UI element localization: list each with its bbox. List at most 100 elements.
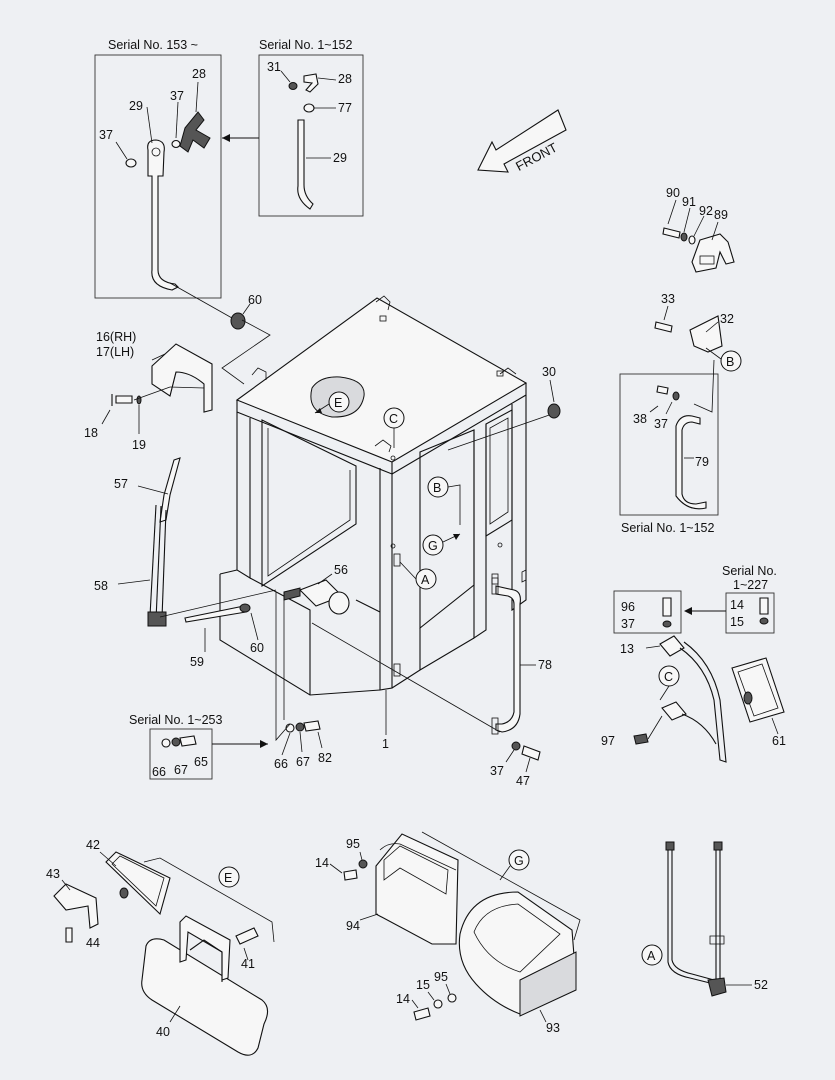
ref-A-bottom: A (647, 949, 656, 963)
serial-1-227-line1: Serial No. (722, 564, 777, 578)
callout-44: 44 (86, 936, 100, 950)
callout-37e: 37 (621, 617, 635, 631)
callout-1: 1 (382, 737, 389, 751)
callout-13: 13 (620, 642, 634, 656)
callout-28a: 28 (192, 67, 206, 81)
callout-37b: 37 (170, 89, 184, 103)
callout-67b: 67 (296, 755, 310, 769)
nut-77-part (303, 103, 315, 113)
serial-1-152-right-box: Serial No. 1~152 38 37 79 (619, 359, 719, 535)
callout-66b: 66 (274, 757, 288, 771)
callout-82: 82 (318, 751, 332, 765)
front-arrow: FRONT (477, 109, 567, 174)
callout-41: 41 (241, 957, 255, 971)
callout-14a: 14 (730, 598, 744, 612)
ref-G-cab: G (428, 539, 438, 553)
callout-33: 33 (661, 292, 675, 306)
callout-29b: 29 (333, 151, 347, 165)
sun-visor-40-part (141, 938, 269, 1056)
callout-15b: 15 (416, 978, 430, 992)
knob-28b-part (303, 73, 319, 93)
callout-47: 47 (516, 774, 530, 788)
ref-E-bottom: E (224, 871, 232, 885)
callout-57: 57 (114, 477, 128, 491)
callout-60b: 60 (250, 641, 264, 655)
callout-37c: 37 (490, 764, 504, 778)
cab-roof (235, 297, 528, 463)
callout-77: 77 (338, 101, 352, 115)
callout-28b: 28 (338, 72, 352, 86)
storage-box-94: 14 95 94 (315, 831, 581, 945)
rod-29b-part (297, 119, 314, 210)
storage-box-93: G 93 14 15 95 (396, 849, 577, 1035)
callout-43: 43 (46, 867, 60, 881)
ref-C-cab: C (389, 412, 398, 426)
wiper-arm-59-part (184, 605, 247, 623)
callout-31: 31 (267, 60, 281, 74)
callout-40: 40 (156, 1025, 170, 1039)
knob-28-part (179, 111, 211, 153)
callout-94: 94 (346, 919, 360, 933)
callout-19: 19 (132, 438, 146, 452)
washer-37-part (125, 158, 137, 168)
callout-66a: 66 (152, 765, 166, 779)
callout-79: 79 (695, 455, 709, 469)
callout-30: 30 (542, 365, 556, 379)
callout-93: 93 (546, 1021, 560, 1035)
callout-14c: 14 (396, 992, 410, 1006)
callout-37a: 37 (99, 128, 113, 142)
mirror-assembly-13-61: 96 37 Serial No. 1~227 14 15 13 C 97 61 (601, 564, 786, 763)
sun-visor-16-17: 16(RH) 17(LH) 18 19 (84, 330, 213, 452)
callout-90: 90 (666, 186, 680, 200)
cable-52: A 52 (641, 841, 768, 997)
callout-78: 78 (538, 658, 552, 672)
latch-89-92: 90 91 92 89 (662, 186, 735, 273)
ref-G-bottom: G (514, 854, 524, 868)
washer-37b-part (171, 139, 181, 149)
callout-91: 91 (682, 195, 696, 209)
serial-153-label: Serial No. 153 ~ (108, 38, 198, 52)
callout-65: 65 (194, 755, 208, 769)
ref-E-roof: E (334, 396, 342, 410)
callout-95b: 95 (434, 970, 448, 984)
serial-153-box: Serial No. 153 ~ 29 37 37 28 (94, 38, 222, 299)
callout-89: 89 (714, 208, 728, 222)
callout-29a: 29 (129, 99, 143, 113)
serial-1-253-box: Serial No. 1~253 66 67 65 (129, 713, 223, 780)
serial-1-227-line2: 1~227 (733, 578, 768, 592)
grommet-60-part (230, 312, 246, 330)
serial-1-253-label: Serial No. 1~253 (129, 713, 223, 727)
callout-67a: 67 (174, 763, 188, 777)
callout-14b: 14 (315, 856, 329, 870)
callout-60a: 60 (248, 293, 262, 307)
wiper-57-58: 57 58 (94, 457, 181, 627)
callout-52: 52 (754, 978, 768, 992)
callout-61: 61 (772, 734, 786, 748)
cab-assembly (219, 295, 528, 696)
ref-B-cab: B (433, 481, 441, 495)
serial-1-152-top-box: Serial No. 1~152 31 28 77 29 (258, 38, 364, 217)
callout-92: 92 (699, 204, 713, 218)
callout-42: 42 (86, 838, 100, 852)
lever-29-part (147, 139, 179, 291)
callout-16: 16(RH) (96, 330, 136, 344)
handrail-78: 78 37 47 (490, 577, 552, 788)
callout-56: 56 (334, 563, 348, 577)
callout-38: 38 (633, 412, 647, 426)
ref-C-right: C (664, 670, 673, 684)
callout-37d: 37 (654, 417, 668, 431)
ref-B-right: B (726, 355, 734, 369)
callout-18: 18 (84, 426, 98, 440)
callout-59: 59 (190, 655, 204, 669)
callout-17: 17(LH) (96, 345, 134, 359)
grommet-30-part (547, 403, 561, 419)
callout-96: 96 (621, 600, 635, 614)
callout-15a: 15 (730, 615, 744, 629)
ref-A-cab: A (421, 573, 430, 587)
bracket-32-33: 33 32 B (654, 292, 742, 372)
callout-58: 58 (94, 579, 108, 593)
callout-97: 97 (601, 734, 615, 748)
room-mirror-E: 42 43 44 E 41 40 (46, 838, 275, 1056)
wiper-motor-56: 56 (283, 563, 350, 615)
